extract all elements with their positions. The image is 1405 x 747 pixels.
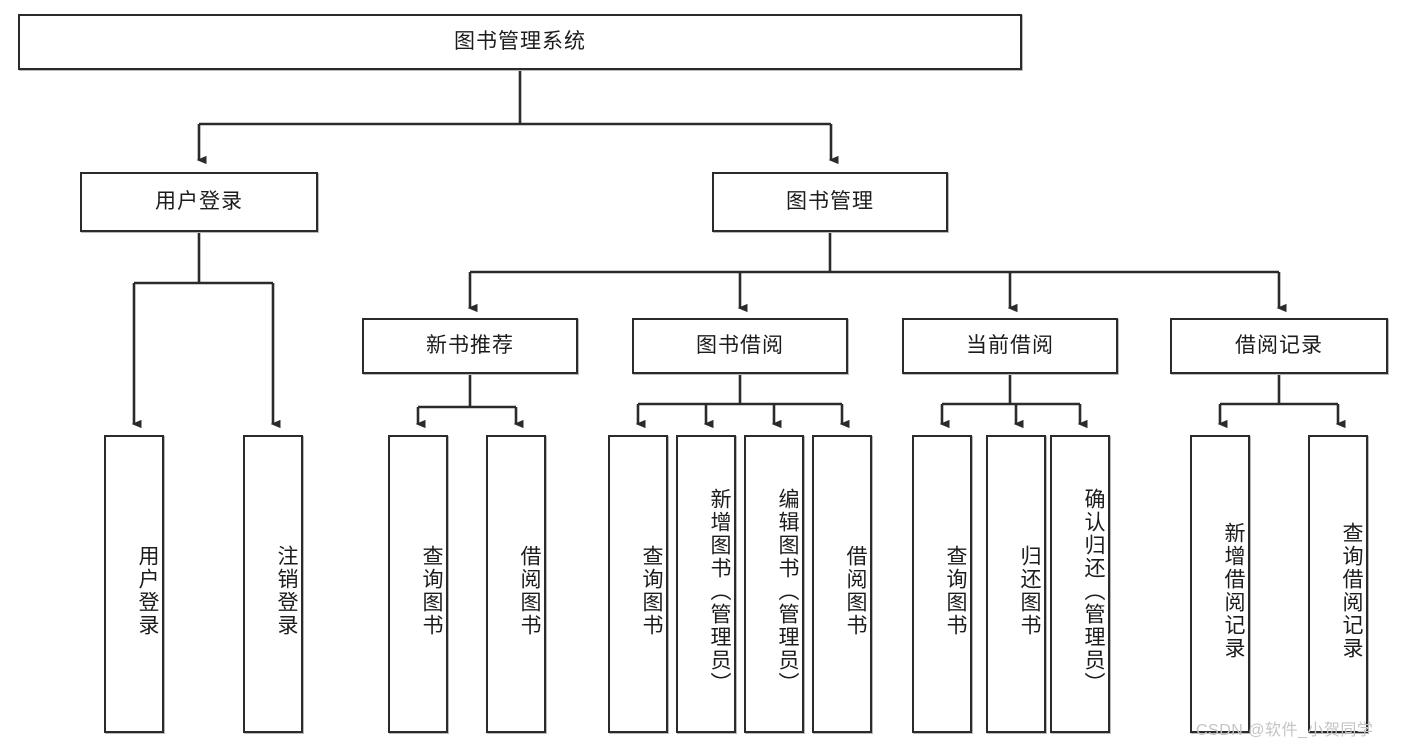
node-current-borrow[interactable]: 当前借阅 — [902, 318, 1118, 374]
node-new-book-recommend[interactable]: 新书推荐 — [362, 318, 578, 374]
node-book-borrow[interactable]: 图书借阅 — [632, 318, 848, 374]
node-leaf-user-login[interactable]: 用户登录 — [104, 435, 164, 733]
node-leaf-edit-book[interactable]: 编辑图书（管理员） — [744, 435, 804, 733]
node-borrow-record[interactable]: 借阅记录 — [1170, 318, 1388, 374]
node-root[interactable]: 图书管理系统 — [18, 14, 1022, 70]
csdn-watermark: CSDN @软件_小贺同学 — [1196, 722, 1374, 739]
node-leaf-query-book-current[interactable]: 查询图书 — [912, 435, 972, 733]
node-user-login[interactable]: 用户登录 — [80, 172, 318, 232]
node-leaf-borrow-book-recommend[interactable]: 借阅图书 — [486, 435, 546, 733]
node-leaf-confirm-return[interactable]: 确认归还（管理员） — [1050, 435, 1110, 733]
node-leaf-query-record[interactable]: 查询借阅记录 — [1308, 435, 1368, 733]
node-leaf-add-book[interactable]: 新增图书（管理员） — [676, 435, 736, 733]
node-leaf-query-book-recommend[interactable]: 查询图书 — [388, 435, 448, 733]
node-book-manage[interactable]: 图书管理 — [712, 172, 948, 232]
node-leaf-query-book-borrow[interactable]: 查询图书 — [608, 435, 668, 733]
node-leaf-add-record[interactable]: 新增借阅记录 — [1190, 435, 1250, 733]
node-leaf-logout[interactable]: 注销登录 — [243, 435, 303, 733]
node-leaf-return-book[interactable]: 归还图书 — [986, 435, 1046, 733]
node-leaf-borrow-book[interactable]: 借阅图书 — [812, 435, 872, 733]
